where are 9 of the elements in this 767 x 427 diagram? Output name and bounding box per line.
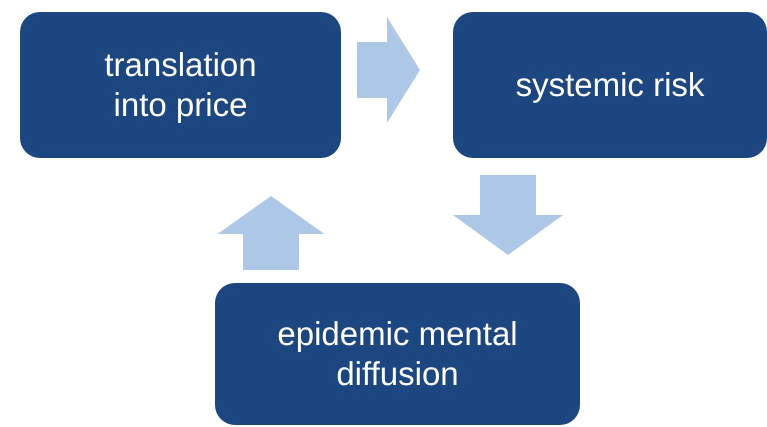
process-box <box>453 12 767 158</box>
box-label: systemic risk <box>516 65 704 105</box>
block-arrow <box>357 17 420 123</box>
process-box <box>215 283 580 425</box>
block-arrow <box>453 175 563 255</box>
box-label: epidemic mental diffusion <box>276 314 519 394</box>
process-box <box>20 12 341 158</box>
box-label: translation into price <box>103 45 258 125</box>
block-arrow <box>218 196 324 270</box>
